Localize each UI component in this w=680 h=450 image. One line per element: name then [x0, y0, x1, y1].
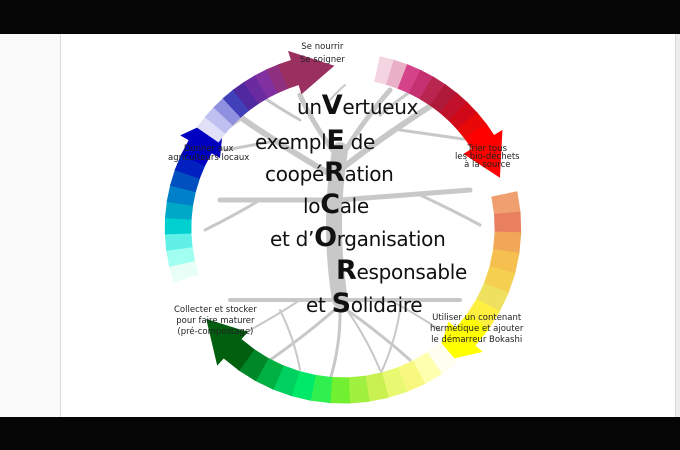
label-line: hermétique et ajouter	[430, 324, 524, 334]
ring-segment-green	[347, 375, 370, 404]
acrostic-line: loCale	[303, 189, 369, 220]
acrostic-text: olidaire	[350, 293, 423, 317]
ring-segment-green	[328, 376, 351, 404]
tree-branch	[268, 303, 342, 362]
tree-branch	[328, 308, 342, 382]
bottom-letterbox	[0, 417, 680, 450]
acrostic-text: un	[297, 95, 322, 119]
acrostic-line: et d’Organisation	[270, 222, 446, 253]
acrostic-capital: C	[320, 189, 340, 220]
left-margin	[0, 34, 61, 417]
tree-branch	[223, 138, 282, 152]
label-line: Trier tous	[467, 144, 508, 154]
acrostic-text: ation	[344, 162, 394, 186]
label-line: pour faire maturer	[176, 316, 255, 326]
acrostic-text: exempl	[255, 130, 327, 154]
tree-branch	[203, 198, 262, 232]
document-page	[61, 34, 675, 417]
label-utiliser: Utiliser un contenant hermétique et ajou…	[430, 313, 523, 346]
acrostic-text: esponsable	[356, 260, 468, 284]
ring-segment-orange-yellow	[494, 211, 522, 234]
acrostic-text: rganisation	[336, 227, 446, 251]
tree-branch	[249, 299, 301, 331]
acrostic-text: et	[306, 293, 332, 317]
acrostic-text: ale	[339, 194, 370, 218]
ring-segment-blue	[164, 216, 192, 235]
ring-segment-blue	[164, 232, 193, 251]
label-trier: Trier tous les bio-déchets à la source	[455, 144, 520, 171]
acrostic-text: lo	[303, 194, 321, 218]
tree-branch	[326, 142, 348, 308]
arrow-icon	[206, 318, 248, 366]
tree-branch	[389, 299, 441, 331]
acrostic-capital: S	[331, 288, 351, 319]
scrollbar[interactable]	[675, 34, 680, 417]
tree-branch	[337, 97, 443, 173]
tree-branch	[227, 107, 343, 183]
acrostic-capital: O	[314, 222, 337, 253]
label-se-nourrir: Se nourrir Se soigner	[300, 42, 345, 66]
acrostic-text: et d’	[270, 227, 315, 251]
acrostic-capital: V	[321, 90, 343, 121]
acrostic-capital: R	[336, 255, 357, 286]
label-line: les bio-déchets	[455, 152, 520, 162]
label-line: Collecter et stocker	[174, 305, 257, 315]
label-line: Donner aux	[183, 144, 234, 154]
acrostic-line: et Solidaire	[306, 288, 423, 319]
acrostic-capital: E	[326, 125, 345, 156]
tree-branch	[279, 309, 301, 371]
cycle-ring	[164, 50, 522, 404]
acrostic-text: ertueux	[342, 95, 419, 119]
label-line: (pré-compostage)	[177, 327, 254, 337]
tree-branch	[418, 193, 482, 227]
tree-branch	[398, 128, 472, 142]
label-line: Utiliser un contenant	[432, 313, 522, 323]
arrow-icon	[463, 129, 503, 178]
tree-branch	[379, 309, 401, 376]
tree-branch	[337, 187, 473, 203]
label-line: Se nourrir	[301, 42, 344, 52]
acrostic-line: unVertueux	[297, 90, 418, 121]
acrostic-line: Responsable	[336, 255, 467, 286]
top-letterbox	[0, 0, 680, 34]
acrostic-line: coopéRation	[265, 157, 394, 188]
acrostic-text: coopé	[265, 162, 324, 186]
label-line: agriculteurs locaux	[168, 153, 250, 163]
acrostic-capital: R	[323, 157, 345, 188]
acrostic-line: exemplE de	[255, 125, 375, 156]
tree-branch	[329, 84, 346, 101]
ring-segment-orange-yellow	[491, 191, 521, 216]
arrow-icon	[288, 50, 335, 95]
label-line: à la source	[464, 160, 511, 170]
tree-branch	[337, 87, 393, 163]
label-line: le démarreur Bokashi	[431, 335, 523, 345]
label-collecter: Collecter et stocker pour faire maturer …	[174, 305, 257, 338]
label-line: Se soigner	[300, 55, 345, 65]
tree-branch	[339, 299, 381, 371]
acrostic-text: de	[344, 130, 376, 154]
label-donner: Donner aux agriculteurs locaux	[168, 144, 249, 164]
tree-branch	[297, 92, 343, 163]
